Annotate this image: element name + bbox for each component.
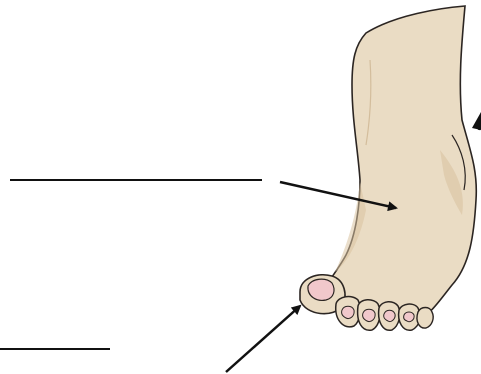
toe-6 — [417, 308, 433, 329]
foot-illustration — [300, 6, 476, 330]
arrow-to-toes — [226, 306, 300, 372]
toe-4 — [379, 302, 400, 331]
toe-2 — [336, 297, 360, 327]
foot-body — [318, 6, 476, 318]
toe-3 — [358, 300, 380, 331]
arrowhead-ankle — [472, 112, 481, 130]
big-toenail — [308, 279, 334, 300]
